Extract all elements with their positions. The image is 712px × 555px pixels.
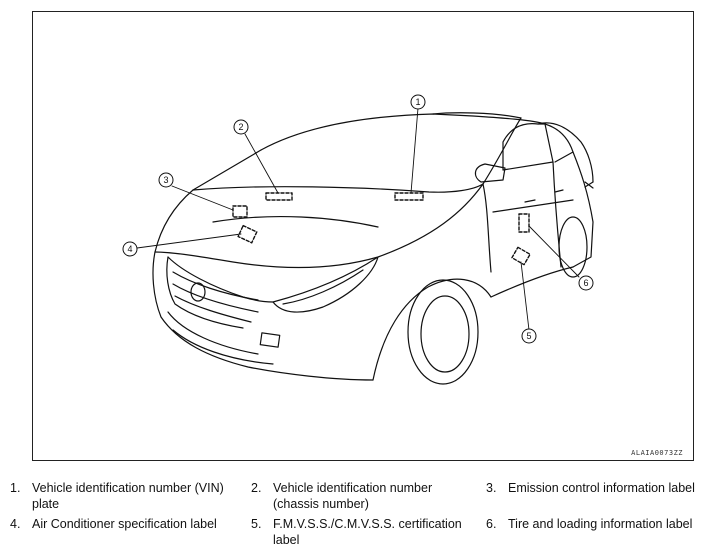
legend-text: Emission control information label <box>508 481 695 495</box>
label-box-5 <box>511 246 531 266</box>
label-locations <box>232 192 531 266</box>
callout-6-circle <box>578 275 594 291</box>
callouts <box>122 94 594 344</box>
legend-item-2: 2. Vehicle identification number (chassi… <box>251 480 463 512</box>
vehicle-diagram: 1 2 3 4 5 6 ALAIA0073ZZ <box>32 11 694 461</box>
car-body <box>152 112 594 385</box>
callout-4: 4 <box>127 244 132 254</box>
label-box-3 <box>232 205 248 218</box>
callout-2-circle <box>233 119 249 135</box>
label-box-1 <box>394 192 424 201</box>
legend-text: F.M.V.S.S./C.M.V.S.S. certification labe… <box>273 517 462 547</box>
callout-4-circle <box>122 241 138 257</box>
callout-3-circle <box>158 172 174 188</box>
callout-6: 6 <box>583 278 588 288</box>
legend-item-3: 3. Emission control information label <box>486 480 712 496</box>
legend-item-6: 6. Tire and loading information label <box>486 516 712 532</box>
callout-1: 1 <box>415 97 420 107</box>
label-box-2 <box>265 192 293 201</box>
legend-item-1: 1. Vehicle identification number (VIN) p… <box>10 480 237 512</box>
callout-1-circle <box>410 94 426 110</box>
leader-lines <box>136 107 580 331</box>
legend-number: 5. <box>251 517 262 531</box>
legend-number: 1. <box>10 481 21 495</box>
callout-2: 2 <box>238 122 243 132</box>
legend-item-5: 5. F.M.V.S.S./C.M.V.S.S. certification l… <box>251 516 473 548</box>
figure-code: ALAIA0073ZZ <box>631 449 683 457</box>
car-line-drawing: 1 2 3 4 5 6 <box>122 94 594 385</box>
label-box-6 <box>518 213 530 233</box>
legend-item-4: 4. Air Conditioner specification label <box>10 516 247 532</box>
callout-5-circle <box>521 328 537 344</box>
legend-number: 4. <box>10 517 21 531</box>
legend: 1. Vehicle identification number (VIN) p… <box>0 478 712 555</box>
legend-text: Air Conditioner specification label <box>32 517 217 531</box>
legend-text: Vehicle identification number (VIN) plat… <box>32 481 224 511</box>
legend-number: 6. <box>486 517 497 531</box>
legend-text: Vehicle identification number (chassis n… <box>273 481 433 511</box>
callout-5: 5 <box>526 331 531 341</box>
legend-number: 3. <box>486 481 497 495</box>
callout-3: 3 <box>163 175 168 185</box>
legend-number: 2. <box>251 481 262 495</box>
legend-text: Tire and loading information label <box>508 517 693 531</box>
label-box-4 <box>237 224 258 244</box>
